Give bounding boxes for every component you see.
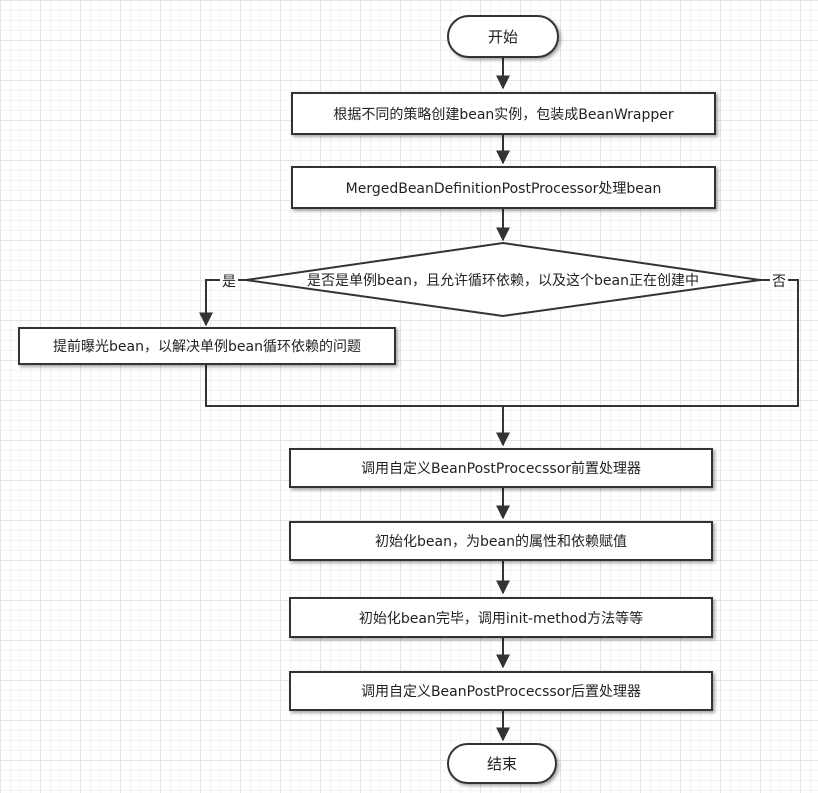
early-expose-step: 提前曝光bean，以解决单例bean循环依赖的问题	[18, 327, 396, 365]
start-node: 开始	[447, 15, 559, 58]
merged-processor-step: MergedBeanDefinitionPostProcessor处理bean	[291, 166, 716, 209]
init-properties-label: 初始化bean，为bean的属性和依赖赋值	[375, 534, 627, 550]
init-properties-step: 初始化bean，为bean的属性和依赖赋值	[289, 521, 713, 561]
start-label: 开始	[487, 28, 518, 46]
decision-label: 是否是单例bean，且允许循环依赖，以及这个bean正在创建中	[307, 273, 699, 289]
end-node: 结束	[447, 743, 557, 784]
no-edge-label: 否	[770, 274, 788, 290]
before-processor-label: 调用自定义BeanPostProcecssor前置处理器	[360, 461, 642, 477]
after-processor-label: 调用自定义BeanPostProcecssor后置处理器	[360, 684, 642, 700]
create-instance-step: 根据不同的策略创建bean实例，包装成BeanWrapper	[291, 92, 716, 135]
arrow-expose-to-before	[205, 365, 510, 447]
after-processor-step: 调用自定义BeanPostProcecssor后置处理器	[289, 671, 713, 711]
create-instance-label: 根据不同的策略创建bean实例，包装成BeanWrapper	[333, 106, 674, 123]
init-done-label: 初始化bean完毕，调用init-method方法等等	[358, 610, 644, 627]
end-label: 结束	[486, 755, 517, 773]
before-processor-step: 调用自定义BeanPostProcecssor前置处理器	[289, 448, 713, 488]
decision-diamond	[245, 241, 761, 318]
decision-text: 是否是单例bean，且允许循环依赖，以及这个bean正在创建中	[246, 266, 760, 294]
early-expose-label: 提前曝光bean，以解决单例bean循环依赖的问题	[53, 339, 361, 355]
init-done-step: 初始化bean完毕，调用init-method方法等等	[289, 597, 713, 638]
merged-processor-label: MergedBeanDefinitionPostProcessor处理bean	[345, 180, 662, 197]
yes-edge-label: 是	[220, 274, 238, 290]
